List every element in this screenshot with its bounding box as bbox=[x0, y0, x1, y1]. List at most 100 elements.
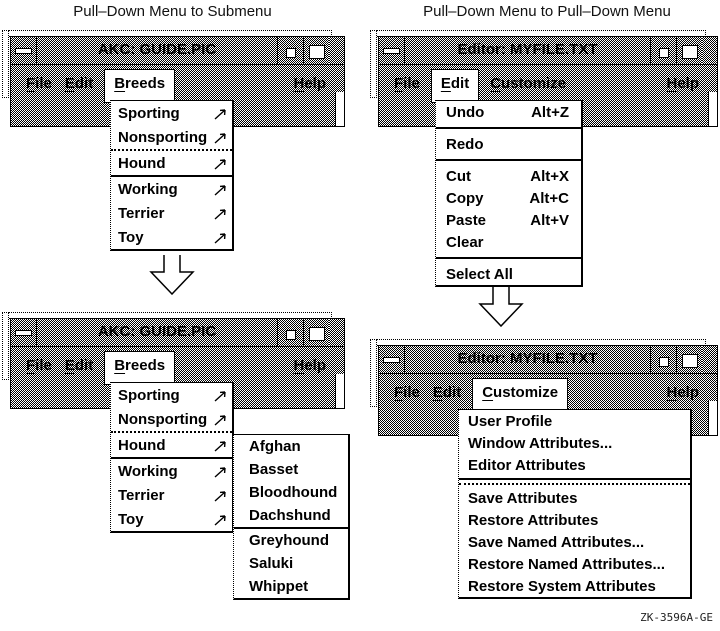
submenu-arrow-icon bbox=[213, 157, 228, 170]
maximize-icon bbox=[681, 353, 698, 368]
minimize-button[interactable] bbox=[277, 319, 303, 346]
window-frame-left[interactable] bbox=[2, 30, 9, 98]
menu-customize[interactable]: Customize bbox=[488, 70, 568, 97]
menu-item-working[interactable]: Working bbox=[111, 177, 232, 201]
menu-item-select-all[interactable]: Select All bbox=[436, 263, 581, 285]
window-menu-button[interactable] bbox=[11, 37, 37, 64]
menu-item-label: Hound bbox=[118, 436, 166, 454]
window-resize-edge[interactable] bbox=[708, 401, 717, 435]
menu-item-redo[interactable]: Redo bbox=[436, 133, 581, 155]
menu-edit[interactable]: Edit bbox=[63, 70, 95, 97]
window-frame-left[interactable] bbox=[370, 30, 377, 98]
menu-item-nonsporting[interactable]: Nonsporting bbox=[111, 125, 232, 149]
menu-breeds[interactable]: Breeds bbox=[104, 351, 176, 385]
breeds-menu: Sporting Nonsporting Hound Working Terri… bbox=[110, 100, 234, 251]
menu-help[interactable]: Help bbox=[291, 352, 328, 379]
window-title: Editor: MYFILE.TXT bbox=[457, 41, 598, 58]
maximize-button[interactable] bbox=[303, 37, 329, 64]
menu-edit[interactable]: Edit bbox=[63, 352, 95, 379]
menu-file[interactable]: File bbox=[392, 379, 422, 406]
menu-item-terrier[interactable]: Terrier bbox=[111, 201, 232, 225]
menu-item-toy[interactable]: Toy bbox=[111, 225, 232, 249]
menu-item-saluki[interactable]: Saluki bbox=[234, 552, 348, 575]
maximize-button[interactable] bbox=[303, 319, 329, 346]
submenu-arrow-icon bbox=[213, 231, 228, 244]
menu-item-restore-attributes[interactable]: Restore Attributes bbox=[459, 509, 690, 531]
window-menu-button[interactable] bbox=[379, 37, 405, 64]
menu-item-clear[interactable]: Clear bbox=[436, 231, 581, 253]
down-arrow-icon bbox=[478, 287, 524, 327]
title-bar[interactable]: Editor: MYFILE.TXT bbox=[379, 346, 717, 374]
menu-item-save-attributes[interactable]: Save Attributes bbox=[459, 487, 690, 509]
window-menu-button[interactable] bbox=[379, 346, 405, 373]
menu-edit[interactable]: Edit bbox=[430, 69, 480, 103]
mnemonic: E bbox=[64, 75, 75, 92]
menu-breeds[interactable]: Breeds bbox=[104, 69, 176, 103]
window-frame-left[interactable] bbox=[2, 312, 9, 380]
accelerator: Alt+V bbox=[530, 211, 569, 229]
menu-item-window-attributes[interactable]: Window Attributes... bbox=[459, 432, 690, 454]
menu-item-whippet[interactable]: Whippet bbox=[234, 575, 348, 598]
menu-item-working[interactable]: Working bbox=[111, 459, 232, 483]
menu-item-editor-attributes[interactable]: Editor Attributes bbox=[459, 454, 690, 476]
menu-item-restore-system-attributes[interactable]: Restore System Attributes bbox=[459, 575, 690, 597]
mnemonic: E bbox=[432, 384, 443, 401]
menu-item-label: Clear bbox=[446, 233, 484, 251]
window-resize-edge[interactable] bbox=[708, 92, 717, 126]
menu-item-label: Undo bbox=[446, 103, 485, 121]
menu-help[interactable]: Help bbox=[291, 70, 328, 97]
menu-item-basset[interactable]: Basset bbox=[234, 458, 348, 481]
menu-item-afghan[interactable]: Afghan bbox=[234, 435, 348, 458]
down-arrow-icon bbox=[149, 255, 195, 295]
menu-item-nonsporting[interactable]: Nonsporting bbox=[111, 407, 232, 431]
caption-left: Pull–Down Menu to Submenu bbox=[73, 3, 272, 20]
menu-item-sporting[interactable]: Sporting bbox=[111, 383, 232, 407]
menu-file[interactable]: File bbox=[24, 352, 54, 379]
menu-item-bloodhound[interactable]: Bloodhound bbox=[234, 481, 348, 504]
menu-item-terrier[interactable]: Terrier bbox=[111, 483, 232, 507]
window-resize-edge[interactable] bbox=[335, 374, 344, 408]
menu-file[interactable]: File bbox=[24, 70, 54, 97]
minimize-icon bbox=[658, 356, 669, 367]
window-menu-button[interactable] bbox=[11, 319, 37, 346]
minimize-button[interactable] bbox=[650, 37, 676, 64]
title-bar[interactable]: Editor: MYFILE.TXT bbox=[379, 37, 717, 65]
menu-item-dachshund[interactable]: Dachshund bbox=[234, 504, 348, 527]
menu-help[interactable]: Help bbox=[664, 70, 701, 97]
title-bar[interactable]: AKC: GUIDE.PIC bbox=[11, 319, 344, 347]
window-title: AKC: GUIDE.PIC bbox=[97, 323, 217, 340]
menu-item-label: Working bbox=[118, 180, 178, 198]
menu-edit[interactable]: Edit bbox=[431, 379, 463, 406]
mnemonic: C bbox=[490, 75, 502, 92]
title-bar[interactable]: AKC: GUIDE.PIC bbox=[11, 37, 344, 65]
menu-item-label: Redo bbox=[446, 135, 484, 153]
minimize-icon bbox=[658, 47, 669, 58]
minimize-button[interactable] bbox=[277, 37, 303, 64]
label-rest: dit bbox=[74, 357, 94, 374]
menu-item-restore-named-attributes[interactable]: Restore Named Attributes... bbox=[459, 553, 690, 575]
menu-separator-dotted bbox=[111, 149, 232, 151]
menu-item-toy[interactable]: Toy bbox=[111, 507, 232, 531]
dash-icon bbox=[383, 47, 400, 54]
menu-item-greyhound[interactable]: Greyhound bbox=[234, 529, 348, 552]
window-frame-left[interactable] bbox=[370, 339, 377, 407]
menu-item-hound[interactable]: Hound bbox=[111, 433, 232, 457]
menu-item-save-named-attributes[interactable]: Save Named Attributes... bbox=[459, 531, 690, 553]
menu-file[interactable]: File bbox=[392, 70, 422, 97]
maximize-button[interactable] bbox=[676, 37, 702, 64]
menu-customize[interactable]: Customize bbox=[472, 378, 569, 412]
title-bar-tail bbox=[329, 37, 344, 64]
mnemonic: E bbox=[64, 357, 75, 374]
window-resize-edge[interactable] bbox=[335, 92, 344, 126]
minimize-button[interactable] bbox=[650, 346, 676, 373]
menu-item-sporting[interactable]: Sporting bbox=[111, 101, 232, 125]
maximize-button[interactable] bbox=[676, 346, 702, 373]
menu-help[interactable]: Help bbox=[664, 379, 701, 406]
mnemonic: E bbox=[440, 75, 451, 92]
menu-item-hound[interactable]: Hound bbox=[111, 151, 232, 175]
menu-item-user-profile[interactable]: User Profile bbox=[459, 410, 690, 432]
